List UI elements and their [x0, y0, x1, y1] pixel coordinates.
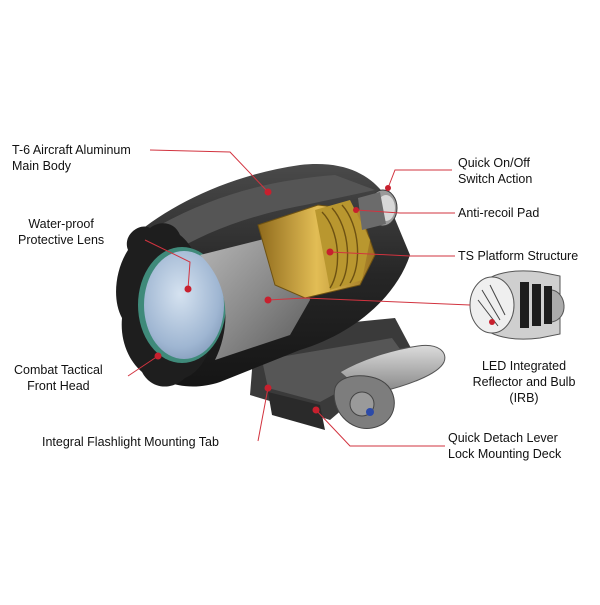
qd-lever [333, 344, 446, 429]
label-main-body: T-6 Aircraft Aluminum Main Body [12, 143, 131, 173]
label-switch: Quick On/Off Switch Action [458, 156, 533, 186]
dot-front-head [154, 352, 162, 360]
leader-front-head [127, 355, 159, 377]
dot-reflector [264, 296, 272, 304]
dot-qd-lever [312, 406, 320, 414]
leader-lines [127, 149, 471, 447]
leader-switch [387, 169, 452, 189]
label-lens: Water-proof Protective Lens [18, 217, 105, 247]
dot-mounting-tab [264, 384, 272, 392]
label-mounting-tab: Integral Flashlight Mounting Tab [42, 435, 219, 449]
label-irb: LED Integrated Reflector and Bulb (IRB) [472, 359, 576, 405]
leader-mounting-tab [257, 387, 269, 442]
leader-ts-platform [329, 251, 455, 257]
ts-platform [257, 200, 376, 299]
dot-main-body [264, 188, 272, 196]
callout-dots [154, 185, 495, 414]
tail-switch [358, 189, 398, 230]
leader-recoil-pad [355, 209, 455, 214]
leader-qd-lever [315, 409, 445, 447]
dot-switch [385, 185, 391, 191]
label-recoil-pad: Anti-recoil Pad [458, 206, 540, 220]
label-qd-lever: Quick Detach Lever Lock Mounting Deck [448, 431, 562, 461]
leader-lens [144, 239, 191, 290]
dot-lens [184, 285, 192, 293]
dot-recoil-pad [353, 207, 359, 213]
dot-ts-platform [326, 248, 334, 256]
label-front-head: Combat Tactical Front Head [14, 363, 103, 393]
leader-main-body [149, 149, 269, 193]
leader-irb [267, 297, 471, 306]
label-ts-platform: TS Platform Structure [458, 249, 579, 263]
dot-irb [489, 319, 495, 325]
protective-lens [138, 247, 226, 363]
irb-inset [469, 270, 565, 340]
